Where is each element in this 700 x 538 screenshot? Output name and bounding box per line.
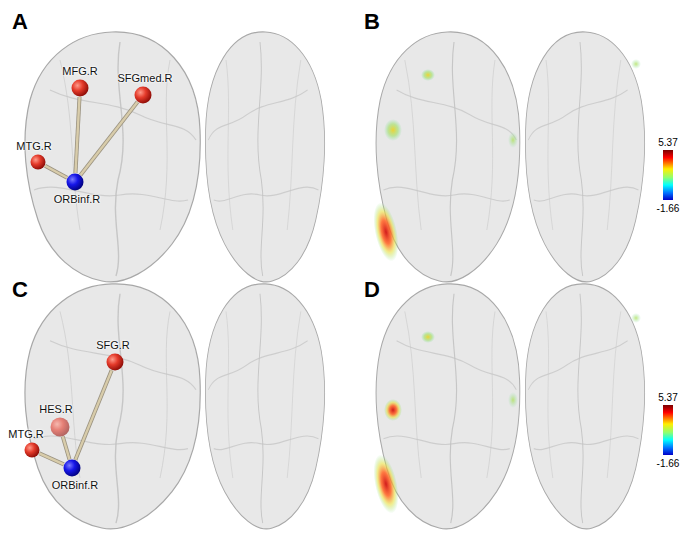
node-sphere xyxy=(30,154,46,170)
region-node: SFGmed.R xyxy=(134,86,152,104)
sphere xyxy=(25,443,40,458)
connection-line xyxy=(63,437,70,460)
sphere xyxy=(135,87,152,104)
connection-outline xyxy=(75,97,79,173)
colorbar xyxy=(663,150,673,200)
connection-outline xyxy=(39,453,63,464)
connection-outline xyxy=(63,437,70,460)
panel-letter: D xyxy=(364,278,380,302)
connection-line xyxy=(45,166,67,178)
region-label: MFG.R xyxy=(62,65,97,78)
connection-outline xyxy=(75,370,111,459)
connection-line xyxy=(81,102,138,175)
brain-panel-a xyxy=(25,32,325,282)
panel-letter: A xyxy=(12,10,28,34)
connection-line xyxy=(75,97,79,173)
node-sphere xyxy=(50,417,70,437)
node-sphere xyxy=(134,86,152,104)
panel-letter: C xyxy=(12,278,28,302)
sphere xyxy=(64,460,81,477)
region-node: ORBinf.R xyxy=(66,173,84,191)
node-sphere xyxy=(24,442,40,458)
node-sphere xyxy=(106,353,124,371)
sphere xyxy=(67,174,84,191)
colorbar-min: -1.66 xyxy=(657,458,680,469)
connection-outline xyxy=(81,102,138,175)
region-label: ORBinf.R xyxy=(52,479,98,492)
region-node: MTG.R xyxy=(30,154,46,170)
sphere xyxy=(31,155,46,170)
colorbar-max: 5.37 xyxy=(658,392,677,403)
connection-line xyxy=(75,370,111,459)
colorbar xyxy=(663,405,673,455)
panel-letter: B xyxy=(364,10,380,34)
region-label: MTG.R xyxy=(8,428,43,441)
connection-outline xyxy=(45,166,67,178)
node-sphere xyxy=(66,173,84,191)
region-node: MTG.R xyxy=(24,442,40,458)
region-label: SFGmed.R xyxy=(118,72,173,85)
brain-panel-b xyxy=(369,32,673,282)
connection-line xyxy=(39,453,63,464)
region-label: SFG.R xyxy=(96,339,130,352)
region-node: ORBinf.R xyxy=(63,459,81,477)
region-label: ORBinf.R xyxy=(54,193,100,206)
colorbar-min: -1.66 xyxy=(657,203,680,214)
brain-panel-c xyxy=(25,284,325,529)
node-sphere xyxy=(71,79,89,97)
brain-panel-d xyxy=(369,284,673,529)
region-node: HES.R xyxy=(50,417,70,437)
region-label: HES.R xyxy=(39,403,73,416)
colorbar-max: 5.37 xyxy=(658,137,677,148)
sphere xyxy=(107,354,124,371)
region-node: SFG.R xyxy=(106,353,124,371)
sphere xyxy=(51,418,70,437)
region-label: MTG.R xyxy=(16,140,51,153)
region-node: MFG.R xyxy=(71,79,89,97)
sphere xyxy=(72,80,89,97)
node-sphere xyxy=(63,459,81,477)
